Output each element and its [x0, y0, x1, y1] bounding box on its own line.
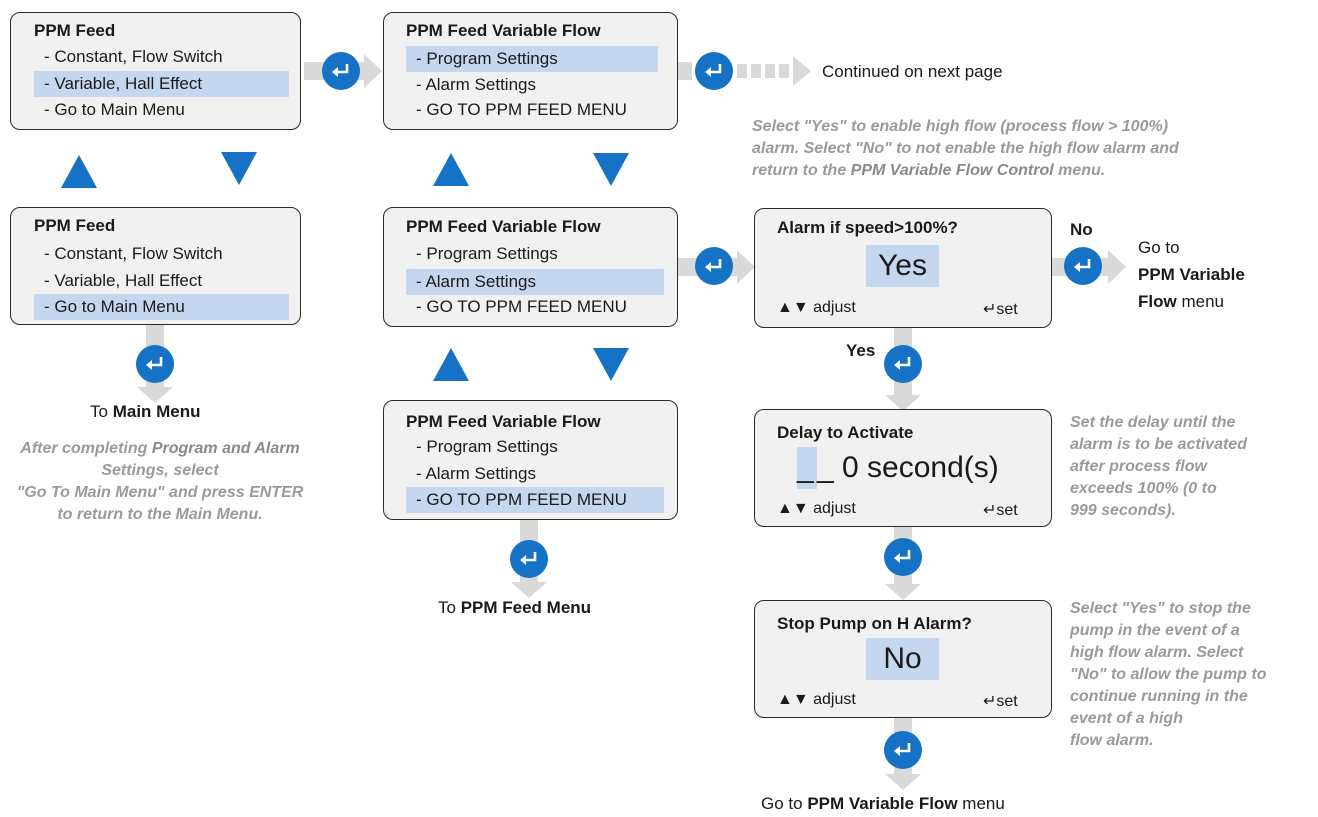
enter-button[interactable] [884, 345, 922, 383]
vflow-screen-3: PPM Feed Variable Flow - Program Setting… [383, 400, 678, 520]
value-field[interactable]: No [866, 638, 939, 680]
enter-button[interactable] [136, 345, 174, 383]
menu-item-ppm-feed-menu[interactable]: - GO TO PPM FEED MENU [416, 100, 627, 119]
down-arrow [593, 153, 629, 186]
set-hint: ↵set [983, 301, 1018, 318]
menu-item-variable[interactable]: - Variable, Hall Effect [44, 271, 203, 290]
menu-item-alarm-settings[interactable]: - Alarm Settings [416, 464, 536, 483]
menu-item-alarm-settings[interactable]: - Alarm Settings [406, 269, 664, 295]
enter-icon [894, 550, 911, 563]
up-arrow [433, 348, 469, 381]
to-ppm-feed-menu-label: To PPM Feed Menu [438, 598, 592, 617]
enter-icon [332, 64, 349, 77]
menu-item-program-settings[interactable]: - Program Settings [416, 244, 558, 263]
menu-item-ppm-feed-menu[interactable]: - GO TO PPM FEED MENU [416, 297, 627, 316]
alarm-speed-screen: Alarm if speed>100%? Yes ▲▼ adjust ↵set [754, 208, 1052, 328]
adjust-hint: ▲▼ adjust [777, 500, 856, 517]
enter-button[interactable] [884, 731, 922, 769]
to-main-menu-label: To Main Menu [90, 402, 201, 421]
down-arrow [221, 152, 257, 185]
value-field[interactable]: Yes [866, 245, 939, 287]
main-menu-note: After completing Program and Alarm Setti… [16, 440, 304, 523]
delay-screen: Delay to Activate _ _ 0 second(s) ▲▼ adj… [754, 409, 1052, 527]
screen-title: Stop Pump on H Alarm? [777, 614, 972, 633]
delay-note: Set the delay until the alarm is to be a… [1070, 414, 1247, 519]
enter-icon [705, 259, 722, 272]
adjust-hint: ▲▼ adjust [777, 299, 856, 316]
enter-icon [705, 64, 722, 77]
set-hint: ↵set [983, 693, 1018, 710]
enter-button[interactable] [322, 52, 360, 90]
no-label: No [1070, 220, 1093, 239]
set-hint: ↵set [983, 502, 1018, 519]
menu-item-ppm-feed-menu[interactable]: - GO TO PPM FEED MENU [406, 487, 664, 513]
menu-item-program-settings[interactable]: - Program Settings [416, 437, 558, 456]
up-arrow [61, 155, 97, 188]
continued-label: Continued on next page [822, 62, 1003, 81]
screen-title: PPM Feed [34, 216, 116, 235]
go-to-ppm-variable-flow: Go to PPM Variable Flow menu [1138, 238, 1245, 311]
menu-item-alarm-settings[interactable]: - Alarm Settings [416, 75, 536, 94]
delay-value[interactable]: _ 0 second(s) [817, 451, 999, 484]
enter-button[interactable] [695, 247, 733, 285]
screen-title: Delay to Activate [777, 423, 914, 442]
vflow-screen-1: PPM Feed Variable Flow - Program Setting… [383, 12, 678, 130]
yes-label: Yes [846, 341, 876, 360]
ppm-feed-screen-1: PPM Feed - Constant, Flow Switch - Varia… [10, 12, 301, 130]
down-arrow [593, 348, 629, 381]
stop-pump-note: Select "Yes" to stop the pump in the eve… [1070, 600, 1267, 749]
vflow-screen-2: PPM Feed Variable Flow - Program Setting… [383, 207, 678, 327]
menu-item-variable[interactable]: - Variable, Hall Effect [34, 71, 289, 97]
high-flow-note: Select "Yes" to enable high flow (proces… [752, 118, 1179, 179]
enter-icon [146, 357, 163, 370]
screen-title: PPM Feed Variable Flow [406, 412, 601, 431]
screen-title: Alarm if speed>100%? [777, 218, 958, 237]
menu-item-constant[interactable]: - Constant, Flow Switch [44, 47, 223, 66]
screen-title: PPM Feed [34, 21, 116, 40]
up-arrow [433, 153, 469, 186]
menu-item-main-menu[interactable]: - Go to Main Menu [34, 294, 289, 320]
enter-button[interactable] [1064, 247, 1102, 285]
screen-title: PPM Feed Variable Flow [406, 21, 601, 40]
enter-icon [894, 357, 911, 370]
enter-button[interactable] [884, 538, 922, 576]
screen-title: PPM Feed Variable Flow [406, 217, 601, 236]
enter-icon [894, 743, 911, 756]
menu-item-program-settings[interactable]: - Program Settings [406, 46, 658, 72]
enter-icon [520, 552, 537, 565]
menu-item-constant[interactable]: - Constant, Flow Switch [44, 244, 223, 263]
menu-item-main-menu[interactable]: - Go to Main Menu [44, 100, 185, 119]
stop-pump-screen: Stop Pump on H Alarm? No ▲▼ adjust ↵set [754, 600, 1052, 718]
bottom-go-to-label: Go to PPM Variable Flow menu [761, 794, 1005, 813]
enter-icon [1074, 259, 1091, 272]
adjust-hint: ▲▼ adjust [777, 691, 856, 708]
ppm-feed-screen-2: PPM Feed - Constant, Flow Switch - Varia… [10, 207, 301, 325]
enter-button[interactable] [510, 540, 548, 578]
cursor-digit[interactable]: _ [797, 447, 817, 489]
enter-button[interactable] [695, 52, 733, 90]
